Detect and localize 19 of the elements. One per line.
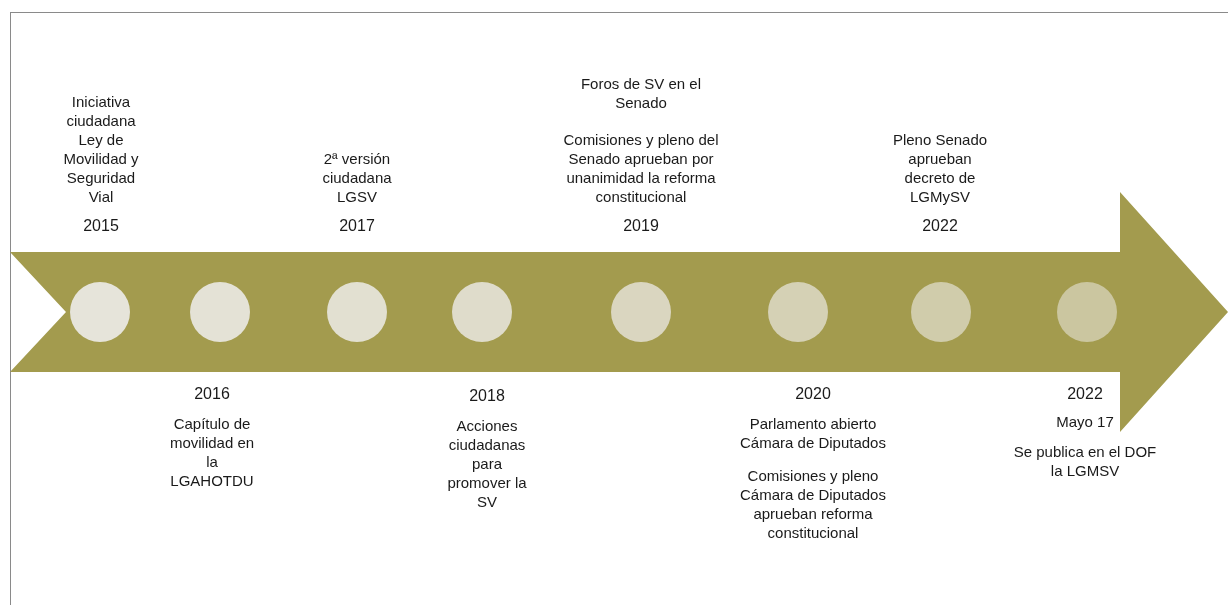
event-text: Mayo 17 bbox=[1055, 412, 1115, 431]
event-text: Comisiones y pleno Cámara de Diputados aprueban reforma constitucional bbox=[739, 466, 887, 542]
event-text: Capítulo de movilidad en la LGAHOTDU bbox=[168, 414, 256, 490]
event-text: Comisiones y pleno del Senado aprueban por unanimidad la reforma constitucional bbox=[562, 130, 720, 206]
event-text: Acciones ciudadanas para promover la SV bbox=[446, 416, 528, 511]
year-label: 2019 bbox=[622, 216, 660, 236]
year-label: 2018 bbox=[468, 386, 506, 406]
year-label: 2016 bbox=[193, 384, 231, 404]
year-label: 2022 bbox=[921, 216, 959, 236]
event-text: 2ª versión ciudadana LGSV bbox=[321, 149, 393, 206]
event-text: Se publica en el DOF la LGMSV bbox=[1012, 442, 1158, 480]
event-text: Parlamento abierto Cámara de Diputados bbox=[739, 414, 887, 452]
event-text: Iniciativa ciudadana Ley de Movilidad y Seguridad Vial bbox=[62, 92, 140, 206]
year-label: 2020 bbox=[794, 384, 832, 404]
year-label: 2015 bbox=[82, 216, 120, 236]
event-text: Foros de SV en el Senado bbox=[579, 74, 703, 112]
year-label: 2022 bbox=[1066, 384, 1104, 404]
year-label: 2017 bbox=[338, 216, 376, 236]
event-text: Pleno Senado aprueban decreto de LGMySV bbox=[891, 130, 989, 206]
